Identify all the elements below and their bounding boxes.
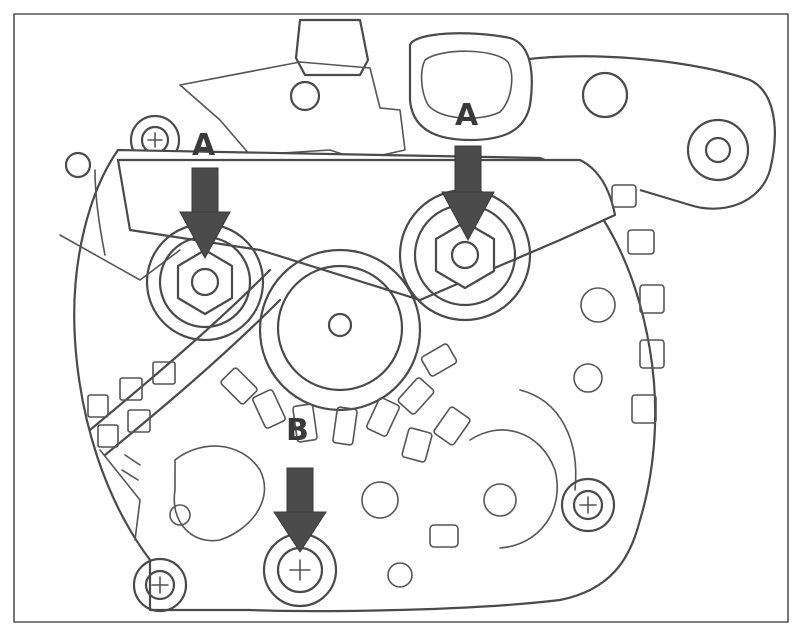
lower-curve-slot-2	[519, 389, 577, 491]
arrow-a-left-icon	[179, 167, 231, 260]
vents-left	[87, 361, 176, 448]
rectifier-band-inner	[103, 298, 282, 457]
vents-right	[573, 184, 665, 424]
lower-small-hole	[169, 504, 191, 526]
ear-bolt-hole-outer	[686, 118, 750, 182]
screw-b-slot	[289, 559, 311, 581]
lower-hole-bottom	[387, 562, 413, 588]
callout-a-left: A	[192, 128, 216, 163]
lower-hole-right	[483, 483, 517, 517]
lower-left-rib	[99, 449, 141, 541]
screw-bottom-right-slot	[579, 496, 597, 514]
terminal-a-right-nut	[434, 220, 496, 290]
bearing-center	[327, 312, 353, 338]
terminal-a-left-stud	[190, 267, 220, 297]
lower-curve-slot	[469, 429, 558, 549]
regulator-bracket	[179, 61, 406, 161]
small-hole-left	[64, 151, 92, 179]
plate-edge	[94, 169, 106, 256]
arrow-b-icon	[273, 467, 327, 553]
regulator-tab	[294, 18, 370, 77]
rectifier-band-outer	[88, 268, 272, 432]
lower-vent	[429, 524, 459, 548]
screw-bottom-left	[144, 569, 176, 601]
plug-socket	[420, 50, 513, 119]
screw-bottom-right-outer	[560, 477, 616, 533]
terminal-a-left-nut	[176, 248, 234, 316]
image-border	[13, 13, 789, 623]
terminal-a-right-stud	[450, 240, 480, 270]
callout-b: B	[286, 413, 309, 448]
screw-bottom-right	[572, 489, 604, 521]
screw-bottom-left-outer	[132, 557, 188, 613]
bearing-boss-outer	[258, 248, 422, 412]
lower-left-lines	[121, 454, 141, 481]
cooling-slots-radial	[220, 343, 471, 463]
callout-a-right: A	[455, 98, 479, 133]
screw-bottom-left-slot	[151, 576, 169, 594]
ear-bolt-hole-inner	[704, 136, 732, 164]
bearing-boss	[276, 264, 404, 392]
ear-boss	[581, 71, 629, 119]
arrow-a-right-icon	[441, 145, 495, 242]
lower-hole-center	[361, 481, 399, 519]
bracket-hole	[289, 80, 321, 112]
screw-top-left-slot	[147, 132, 163, 148]
